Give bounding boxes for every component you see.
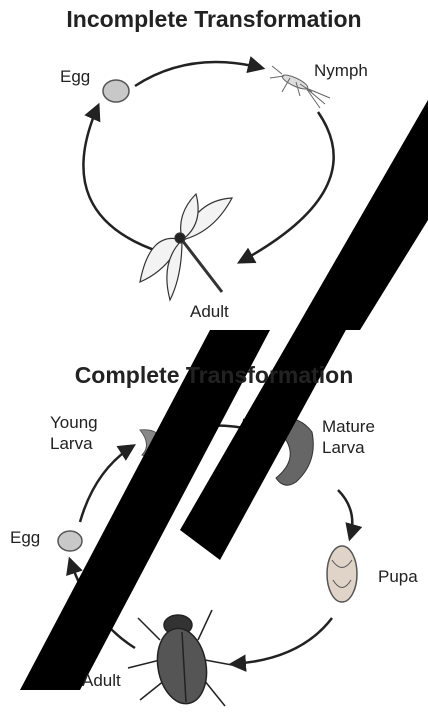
- dragonfly-icon: [140, 194, 232, 300]
- watermark: [20, 100, 428, 690]
- label-adult: Adult: [82, 670, 121, 691]
- egg-icon: [58, 531, 82, 551]
- arrow-pupa-to-adult: [232, 618, 332, 664]
- complete-title: Complete Transformation: [0, 362, 428, 389]
- arrow-adult-to-egg: [83, 106, 160, 252]
- label-young-larva: Young Larva: [50, 412, 98, 454]
- pupa-icon: [327, 546, 357, 602]
- label-egg: Egg: [10, 527, 40, 548]
- egg-icon: [103, 80, 129, 102]
- label-adult: Adult: [190, 301, 229, 322]
- arrow-mature-larva-to-pupa: [338, 490, 352, 538]
- label-egg: Egg: [60, 66, 90, 87]
- label-pupa: Pupa: [378, 566, 418, 587]
- arrow-egg-to-nymph: [135, 62, 262, 86]
- label-nymph: Nymph: [314, 60, 368, 81]
- beetle-icon: [128, 610, 232, 708]
- arrow-nymph-to-adult: [240, 112, 334, 262]
- label-mature-larva: Mature Larva: [322, 416, 375, 458]
